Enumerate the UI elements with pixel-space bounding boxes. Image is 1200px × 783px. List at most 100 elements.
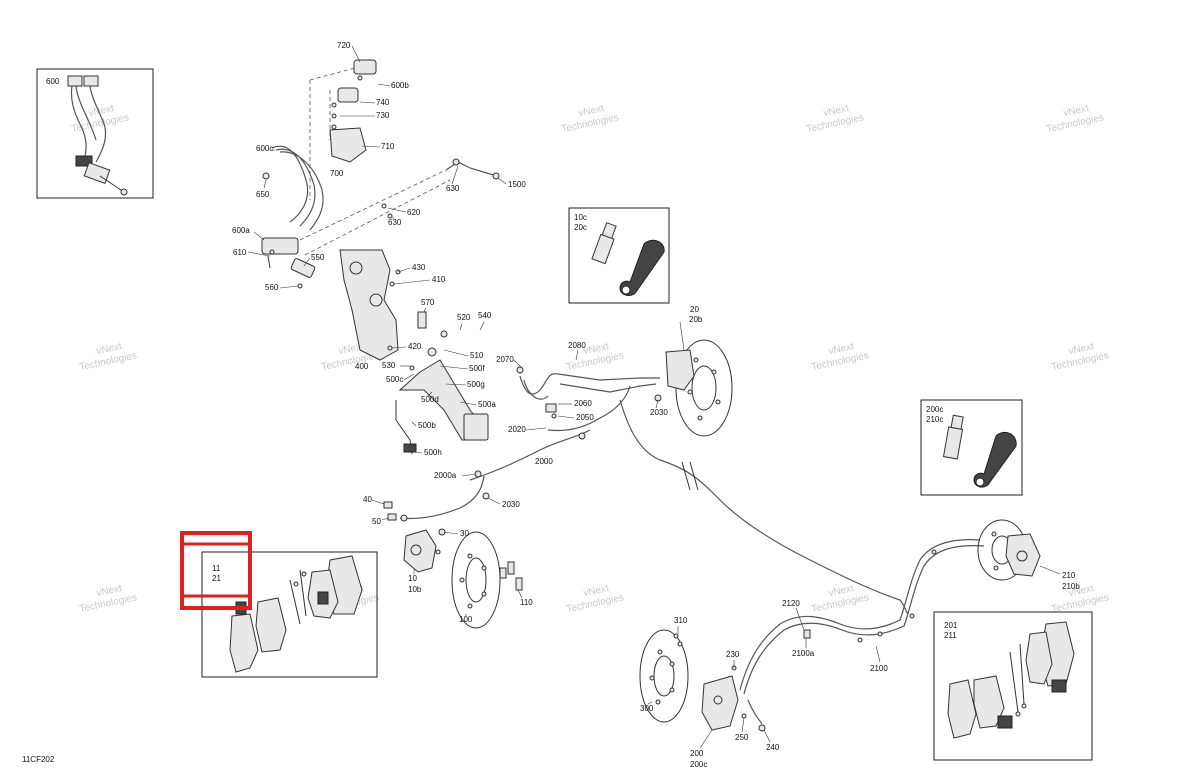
bleeder-cap: [973, 431, 1017, 488]
label-710: 710: [381, 142, 395, 151]
master-cylinder-small: [67, 75, 128, 196]
watermark-line1: vNext: [583, 341, 611, 357]
label-720: 720: [337, 41, 351, 50]
inset-10c-frame: [568, 207, 670, 304]
watermark-line1: vNext: [583, 583, 611, 599]
callout-labels: 720 600b 740 730 710 700 600c 650 630 15…: [232, 41, 1080, 769]
brake-pad: [1025, 631, 1053, 685]
pedal-bracket-400: [339, 249, 399, 361]
label-400: 400: [355, 362, 369, 371]
label-210: 210: [1062, 571, 1076, 580]
pedal-pad: [463, 413, 489, 441]
label-10: 10: [408, 574, 417, 583]
label-500d: 500d: [421, 395, 439, 404]
inset-200c-frame: [920, 399, 1023, 496]
label-570: 570: [421, 298, 435, 307]
label-240: 240: [766, 743, 780, 752]
label-230: 230: [726, 650, 740, 659]
label-500h: 500h: [424, 448, 442, 457]
label-1500: 1500: [508, 180, 526, 189]
label-500c: 500c: [386, 375, 403, 384]
inset-201-frame: [933, 611, 1093, 761]
label-300: 300: [640, 704, 654, 713]
watermark-line1: vNext: [823, 103, 851, 119]
label-100: 100: [459, 615, 473, 624]
inset-11-line2: 21: [212, 574, 221, 583]
inset-201-line1: 201: [944, 621, 958, 630]
label-520: 520: [457, 313, 471, 322]
leader-lines: [247, 45, 1061, 749]
label-2080: 2080: [568, 341, 586, 350]
rear-brake-lines: [739, 539, 985, 725]
reservoir-cap-2: [337, 87, 359, 103]
bleeder-screw: [591, 222, 617, 265]
reservoir-cap: [353, 59, 377, 75]
label-550: 550: [311, 253, 325, 262]
rear-right-brake: [977, 519, 1041, 581]
watermark-line1: vNext: [578, 103, 606, 119]
brake-pedal-assembly: [261, 237, 489, 455]
inset-200c-line1: 200c: [926, 405, 943, 414]
label-50: 50: [372, 517, 381, 526]
label-420: 420: [408, 342, 422, 351]
inset-11: 11 21: [201, 551, 378, 678]
label-2030a: 2030: [650, 408, 668, 417]
inset-10c: 10c 20c: [568, 207, 670, 304]
label-500b: 500b: [418, 421, 436, 430]
label-20: 20: [690, 305, 699, 314]
watermark-line1: vNext: [96, 583, 124, 599]
reservoir-group: [309, 59, 377, 200]
inset-10c-line2: 20c: [574, 223, 587, 232]
label-30: 30: [460, 529, 469, 538]
diagram-code: 11CF202: [22, 755, 55, 764]
label-500g: 500g: [467, 380, 485, 389]
label-630b: 630: [388, 218, 402, 227]
label-10b: 10b: [408, 585, 422, 594]
watermark-line1: vNext: [828, 583, 856, 599]
label-2050: 2050: [576, 413, 594, 422]
inset-600-label: 600: [46, 77, 60, 86]
inset-200c: 200c 210c: [920, 399, 1023, 496]
label-410: 410: [432, 275, 446, 284]
brake-disc-300: [639, 629, 689, 723]
watermark-line1: vNext: [338, 341, 366, 357]
label-2030b: 2030: [502, 500, 520, 509]
label-700: 700: [330, 169, 344, 178]
brake-lines-upper: [262, 145, 500, 256]
label-2020: 2020: [508, 425, 526, 434]
label-20b: 20b: [689, 315, 703, 324]
label-40: 40: [363, 495, 372, 504]
master-cylinder-600a: [261, 237, 299, 255]
label-620: 620: [407, 208, 421, 217]
bracket-700: [329, 127, 367, 163]
label-630a: 630: [446, 184, 460, 193]
label-2000a: 2000a: [434, 471, 457, 480]
inset-201-line2: 211: [944, 631, 957, 640]
front-right-brake: [654, 339, 733, 437]
label-2100a: 2100a: [792, 649, 815, 658]
rear-left-brake: [639, 629, 766, 732]
label-600b: 600b: [391, 81, 409, 90]
watermark-line1: vNext: [1068, 341, 1096, 357]
label-650: 650: [256, 190, 270, 199]
inset-11-line1: 11: [212, 564, 221, 573]
inset-11-frame: [201, 551, 378, 678]
inset-600-frame: [36, 68, 154, 199]
watermark-line1: vNext: [88, 103, 116, 119]
bleeder-screw: [942, 414, 964, 460]
label-2070: 2070: [496, 355, 514, 364]
label-2120: 2120: [782, 599, 800, 608]
label-540: 540: [478, 311, 492, 320]
label-200c: 200c: [690, 760, 707, 769]
brake-pad: [973, 675, 1005, 729]
highlight-frame: [180, 531, 252, 610]
front-left-brake: [403, 528, 523, 629]
label-530: 530: [382, 361, 396, 370]
label-430: 430: [412, 263, 426, 272]
front-brake-lines: [383, 366, 909, 615]
label-500f: 500f: [469, 364, 485, 373]
label-510: 510: [470, 351, 484, 360]
label-2060: 2060: [574, 399, 592, 408]
watermark-line1: vNext: [1068, 583, 1096, 599]
